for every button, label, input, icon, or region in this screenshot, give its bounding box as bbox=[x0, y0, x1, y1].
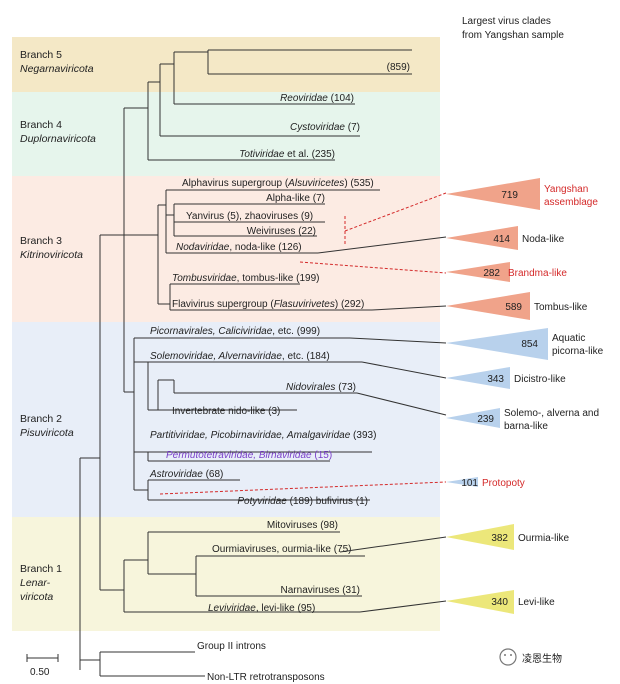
clade-ourmia-value: 382 bbox=[491, 533, 508, 544]
branch3-name: Branch 3 bbox=[20, 235, 62, 247]
scale-bar bbox=[26, 654, 59, 662]
header-line1: Largest virus clades bbox=[462, 16, 551, 27]
clade-yangshan-triangle bbox=[446, 178, 540, 210]
branch3-band bbox=[12, 176, 440, 322]
leaf-mitoviruses: Mitoviruses (98) bbox=[267, 520, 338, 531]
clade-noda-value: 414 bbox=[493, 234, 510, 245]
branch5-name: Branch 5 bbox=[20, 49, 62, 61]
clade-dicistro-label: Dicistro-like bbox=[514, 374, 566, 385]
clade-noda-label: Noda-like bbox=[522, 234, 565, 245]
branch4-name: Branch 4 bbox=[20, 119, 62, 131]
leaf-negar: (859) bbox=[387, 62, 410, 73]
leaf-invnido: Invertebrate nido-like (3) bbox=[172, 406, 280, 417]
clade-brandma-label: Brandma-like bbox=[508, 268, 567, 279]
leaf-reoviridae: Reoviridae (104) bbox=[280, 93, 354, 104]
leaf-tombusviridae: Tombusviridae, tombus-like (199) bbox=[172, 273, 319, 284]
leaf-flavivirus: Flavivirus supergroup (Flasuvirivetes) (… bbox=[172, 299, 364, 310]
leaf-partitiviridae: Partitiviridae, Picobirnaviridae, Amalga… bbox=[150, 430, 376, 441]
leaf-nidovirales: Nidovirales (73) bbox=[286, 382, 356, 393]
watermark-text: 凌恩生物 bbox=[522, 652, 562, 665]
leaf-potyviridae: Potyviridae (189) bufivirus (1) bbox=[237, 496, 368, 507]
clade-picorna-label1: Aquatic bbox=[552, 333, 585, 344]
clade-tombus-triangle bbox=[446, 292, 530, 320]
leaf-leviviridae: Leviviridae, levi-like (95) bbox=[208, 603, 315, 614]
clade-ourmia-triangle bbox=[446, 524, 514, 550]
leaf-totiviridae: Totiviridae et al. (235) bbox=[239, 149, 335, 160]
branch2-band bbox=[12, 322, 440, 517]
clade-brandma-value: 282 bbox=[483, 268, 500, 279]
leaf-ourmiaviruses: Ourmiaviruses, ourmia-like (75) bbox=[212, 544, 351, 555]
branch4-phylum: Duplornaviricota bbox=[20, 133, 96, 145]
branch4-band bbox=[12, 92, 440, 176]
leaf-narnaviruses: Narnaviruses (31) bbox=[281, 585, 360, 596]
clade-picorna-label2: picorna-like bbox=[552, 346, 604, 357]
clade-levi-label: Levi-like bbox=[518, 597, 555, 608]
clade-ourmia-label: Ourmia-like bbox=[518, 533, 570, 544]
branch1-phylum-line2: viricota bbox=[20, 591, 53, 603]
clade-solemo-value: 239 bbox=[477, 414, 494, 425]
leaf-yanvirus: Yanvirus (5), zhaoviruses (9) bbox=[186, 211, 313, 222]
clade-picorna-value: 854 bbox=[521, 339, 538, 350]
branch1-phylum-line1: Lenar- bbox=[20, 577, 51, 589]
clade-dicistro-value: 343 bbox=[487, 374, 504, 385]
clade-dicistro-triangle bbox=[446, 367, 510, 389]
clade-triangles bbox=[446, 178, 548, 614]
leaf-cystoviridae: Cystoviridae (7) bbox=[290, 122, 360, 133]
branch1-name: Branch 1 bbox=[20, 563, 62, 575]
watermark: 凌恩生物 bbox=[499, 648, 562, 666]
clade-solemo-triangle bbox=[446, 408, 500, 428]
clade-levi-triangle bbox=[446, 590, 514, 614]
clade-tombus-value: 589 bbox=[505, 302, 522, 313]
leaf-astroviridae: Astroviridae (68) bbox=[149, 469, 223, 480]
clade-tombus-label: Tombus-like bbox=[534, 302, 588, 313]
leaf-picornavirales: Picornavirales, Caliciviridae, etc. (999… bbox=[150, 326, 320, 337]
leaf-alphalike: Alpha-like (7) bbox=[266, 193, 325, 204]
clade-connectors bbox=[159, 192, 447, 613]
clade-protopoty-value: 101 bbox=[461, 478, 478, 489]
clade-yangshan-value: 719 bbox=[501, 190, 518, 201]
wechat-icon bbox=[499, 648, 517, 666]
scale-bar-label: 0.50 bbox=[30, 667, 50, 678]
leaf-nodaviridae: Nodaviridae, noda-like (126) bbox=[176, 242, 302, 253]
clade-brandma-triangle bbox=[446, 262, 510, 282]
clade-picorna-triangle bbox=[446, 328, 548, 360]
clade-solemo-label2: barna-like bbox=[504, 421, 548, 432]
clade-noda-triangle bbox=[446, 226, 518, 250]
branch5-phylum: Negarnaviricota bbox=[20, 63, 94, 75]
leaf-weiviruses: Weiviruses (22) bbox=[247, 226, 316, 237]
clade-yangshan-label2: assemblage bbox=[544, 197, 598, 208]
leaf-permutotetraviridae: Permutotetraviridae, Birnaviridae (15) bbox=[166, 450, 332, 461]
header-line2: from Yangshan sample bbox=[462, 30, 564, 41]
branch2-phylum: Pisuviricota bbox=[20, 427, 74, 439]
clade-levi-value: 340 bbox=[491, 597, 508, 608]
branch5-band bbox=[12, 37, 440, 92]
clade-protopoty-label: Protopoty bbox=[482, 478, 525, 489]
leaf-group2-introns: Group II introns bbox=[197, 641, 266, 652]
clade-solemo-label1: Solemo-, alverna and bbox=[504, 408, 599, 419]
clade-protopoty-triangle bbox=[446, 477, 478, 487]
branch3-phylum: Kitrinoviricota bbox=[20, 249, 83, 261]
leaf-solemoviridae: Solemoviridae, Alvernaviridae, etc. (184… bbox=[150, 351, 330, 362]
clade-yangshan-label1: Yangshan bbox=[544, 184, 588, 195]
branch2-name: Branch 2 bbox=[20, 413, 62, 425]
leaf-nonltr: Non-LTR retrotransposons bbox=[207, 672, 325, 683]
tree-edges bbox=[79, 49, 412, 677]
leaf-alphavirus: Alphavirus supergroup (Alsuviricetes) (5… bbox=[182, 178, 374, 189]
